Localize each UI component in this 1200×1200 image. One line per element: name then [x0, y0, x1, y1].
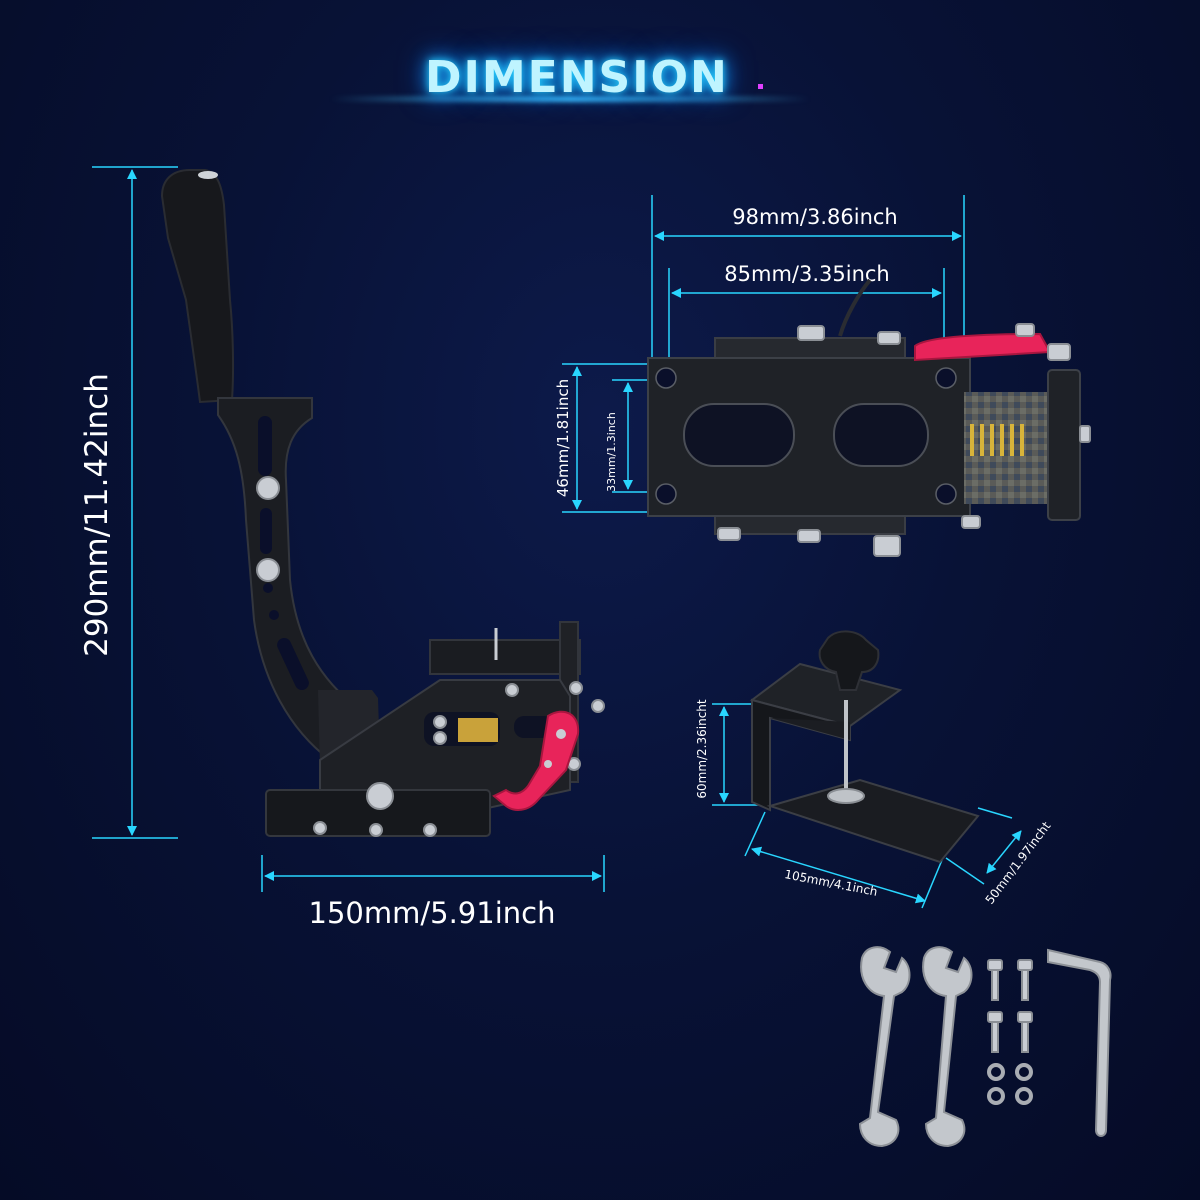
top-outer-width-label: 98mm/3.86inch [732, 205, 898, 229]
page-title: DIMENSION [425, 52, 729, 103]
base-width-label: 150mm/5.91inch [308, 896, 556, 930]
top-hole-spacing-label: 85mm/3.35inch [724, 262, 890, 286]
title-glow [330, 96, 810, 102]
title-spark [758, 84, 763, 89]
